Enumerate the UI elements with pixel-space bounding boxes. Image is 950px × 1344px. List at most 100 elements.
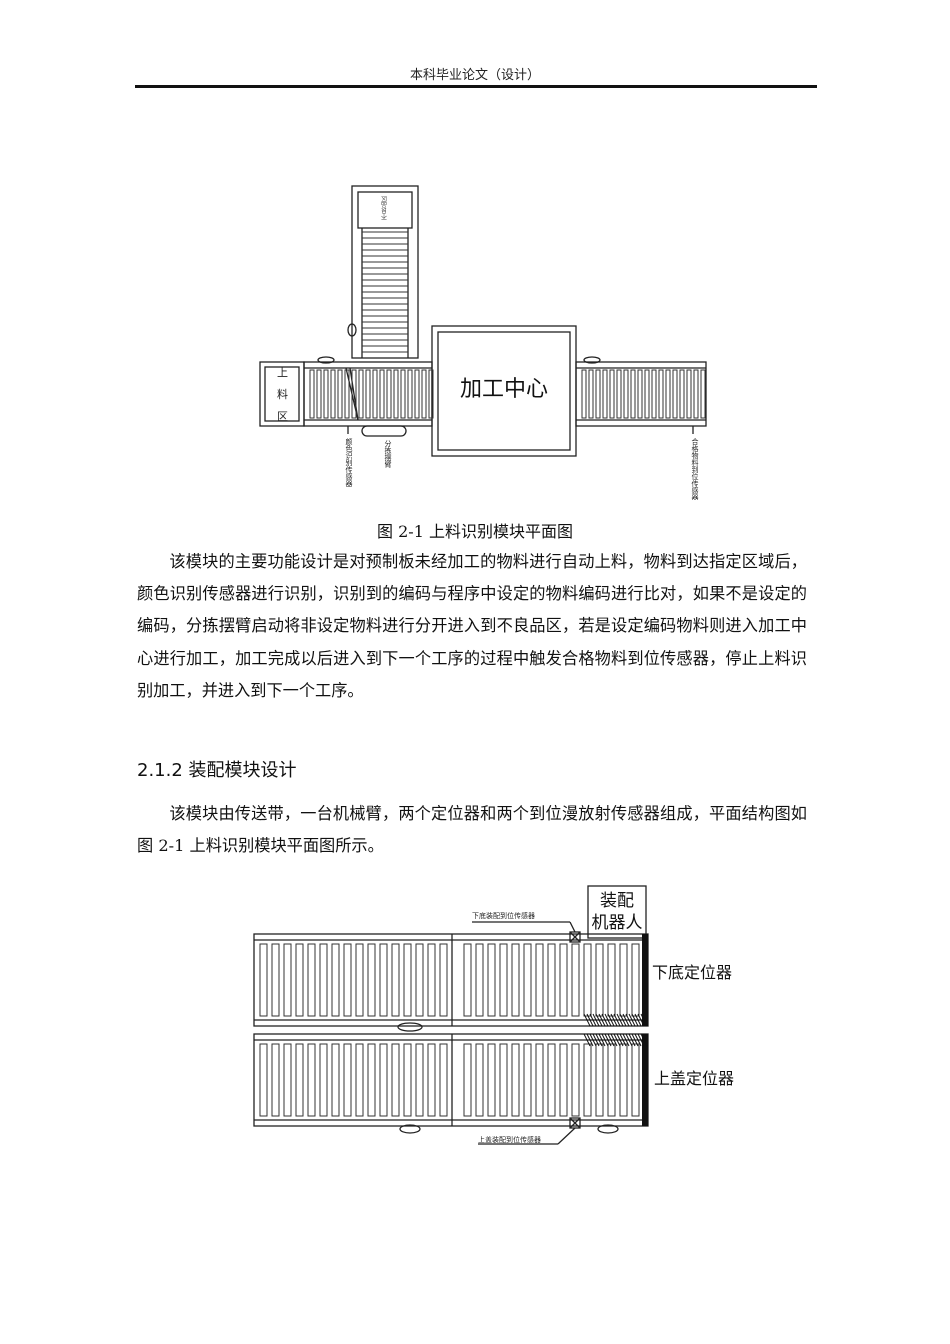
roller-line: [610, 1013, 618, 1027]
roller: [316, 369, 322, 419]
roller-line: [634, 1033, 642, 1047]
roller: [463, 943, 472, 1017]
roller: [583, 943, 592, 1017]
roller: [343, 943, 352, 1017]
qualified-sensor-label: 合格物料到位传感器: [691, 437, 699, 500]
roller: [355, 943, 364, 1017]
roller: [415, 1043, 424, 1117]
roller: [283, 943, 292, 1017]
bottom-sensor-label: 下底装配到位传感器: [472, 911, 535, 920]
roller-line: [616, 1013, 624, 1027]
roller: [393, 369, 399, 419]
roller-line: [625, 1033, 633, 1047]
roller: [700, 369, 706, 419]
roller: [379, 1043, 388, 1117]
robot-label-line2: 机器人: [592, 913, 643, 933]
roller: [463, 1043, 472, 1117]
roller: [651, 369, 657, 419]
roller-line: [640, 1013, 648, 1027]
roller: [631, 943, 640, 1017]
roller: [535, 943, 544, 1017]
figure-assembly-module: 装配 机器人 下底装配到位传感器 下底定位器 上盖定位器 上盖装配到位传感器: [253, 885, 734, 1145]
roller-line: [631, 1013, 639, 1027]
page-header: 本科毕业论文（设计）: [409, 68, 540, 83]
roller-line: [592, 1033, 600, 1047]
roller-line: [640, 1033, 648, 1047]
roller: [407, 369, 413, 419]
roller: [631, 1043, 640, 1117]
body-paragraph-2: 该模块由传送带，一台机械臂，两个定位器和两个到位漫放射传感器组成，平面结构图如图…: [137, 804, 807, 856]
roller: [679, 369, 685, 419]
roller: [571, 943, 580, 1017]
roller: [355, 1043, 364, 1117]
roller-line: [637, 1013, 645, 1027]
roller: [259, 1043, 268, 1117]
roller-line: [634, 1013, 642, 1027]
roller: [637, 369, 643, 419]
roller-line: [622, 1013, 630, 1027]
roller: [330, 369, 336, 419]
roller: [391, 1043, 400, 1117]
roller: [343, 1043, 352, 1117]
roller-line: [622, 1033, 630, 1047]
roller: [403, 943, 412, 1017]
roller-line: [610, 1033, 618, 1047]
roller: [283, 1043, 292, 1117]
roller-line: [637, 1033, 645, 1047]
roller: [427, 943, 436, 1017]
roller-line: [631, 1033, 639, 1047]
roller: [351, 369, 357, 419]
roller-line: [583, 1013, 591, 1027]
roller-line: [625, 1013, 633, 1027]
roller-line: [613, 1013, 621, 1027]
body-paragraph-1: 该模块的主要功能设计是对预制板未经加工的物料进行自动上料，物料到达指定区域后，颜…: [137, 552, 807, 700]
roller: [583, 1043, 592, 1117]
roller: [665, 369, 671, 419]
roller: [595, 369, 601, 419]
figure1-caption: 图 2-1 上料识别模块平面图: [377, 522, 573, 541]
roller: [391, 943, 400, 1017]
roller-line: [589, 1013, 597, 1027]
roller: [415, 943, 424, 1017]
roller: [559, 1043, 568, 1117]
roller-line: [595, 1033, 603, 1047]
figure-loading-module: 上 料 区 加工中心 颜色识别传感器 分拣摆臂 合格物料到位传感器 不良品区: [259, 185, 707, 500]
roller: [365, 369, 371, 419]
roller: [547, 1043, 556, 1117]
roller: [658, 369, 664, 419]
roller: [379, 943, 388, 1017]
roller: [619, 1043, 628, 1117]
roller: [644, 369, 650, 419]
roller-line: [604, 1033, 612, 1047]
roller: [595, 943, 604, 1017]
roller: [386, 369, 392, 419]
roller-line: [598, 1013, 606, 1027]
color-sensor-label: 颜色识别传感器: [345, 437, 353, 488]
roller: [616, 369, 622, 419]
roller: [367, 943, 376, 1017]
roller: [547, 943, 556, 1017]
roller: [372, 369, 378, 419]
roller-line: [607, 1033, 615, 1047]
roller: [331, 943, 340, 1017]
roller: [559, 943, 568, 1017]
roller: [428, 369, 434, 419]
roller-line: [628, 1033, 636, 1047]
roller: [307, 943, 316, 1017]
roller: [686, 369, 692, 419]
roller: [487, 1043, 496, 1117]
sort-arm-label: 分拣摆臂: [384, 439, 392, 469]
roller-line: [598, 1033, 606, 1047]
machining-center-label: 加工中心: [460, 377, 548, 402]
roller: [259, 943, 268, 1017]
roller: [307, 1043, 316, 1117]
roller: [571, 1043, 580, 1117]
roller: [271, 1043, 280, 1117]
top-locator-label: 上盖定位器: [654, 1069, 734, 1088]
roller: [439, 1043, 448, 1117]
top-sensor-label: 上盖装配到位传感器: [478, 1135, 541, 1144]
roller-line: [586, 1033, 594, 1047]
roller: [609, 369, 615, 419]
roller: [475, 943, 484, 1017]
roller: [487, 943, 496, 1017]
